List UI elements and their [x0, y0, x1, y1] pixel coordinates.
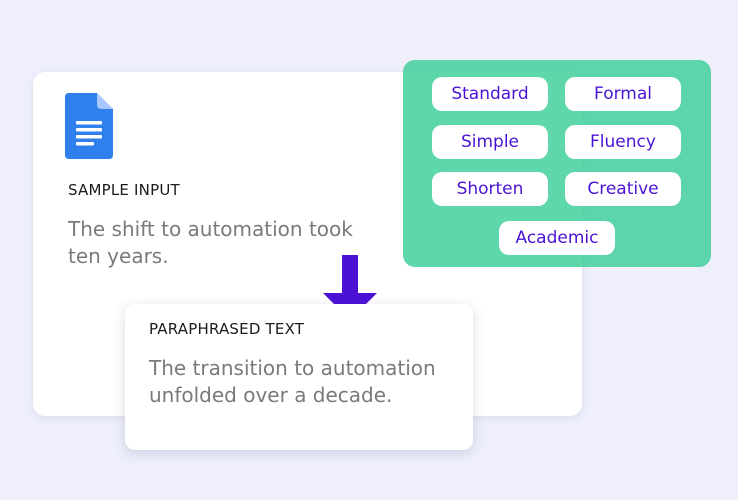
sample-input-label: SAMPLE INPUT [68, 181, 180, 199]
mode-chip-standard[interactable]: Standard [432, 77, 548, 111]
paraphrased-output-card [125, 304, 473, 450]
paraphrased-text-label: PARAPHRASED TEXT [149, 320, 305, 338]
mode-chip-fluency[interactable]: Fluency [565, 125, 681, 159]
paraphrase-modes-panel: Standard Formal Simple Fluency Shorten C… [403, 60, 711, 267]
mode-chip-formal[interactable]: Formal [565, 77, 681, 111]
mode-chip-simple[interactable]: Simple [432, 125, 548, 159]
mode-chip-creative[interactable]: Creative [565, 172, 681, 206]
google-docs-icon [65, 93, 113, 159]
sample-input-text: The shift to automation took ten years. [68, 217, 353, 268]
mode-chip-academic[interactable]: Academic [499, 221, 615, 255]
mode-chip-shorten[interactable]: Shorten [432, 172, 548, 206]
paraphrased-text: The transition to automation unfolded ov… [149, 356, 436, 407]
